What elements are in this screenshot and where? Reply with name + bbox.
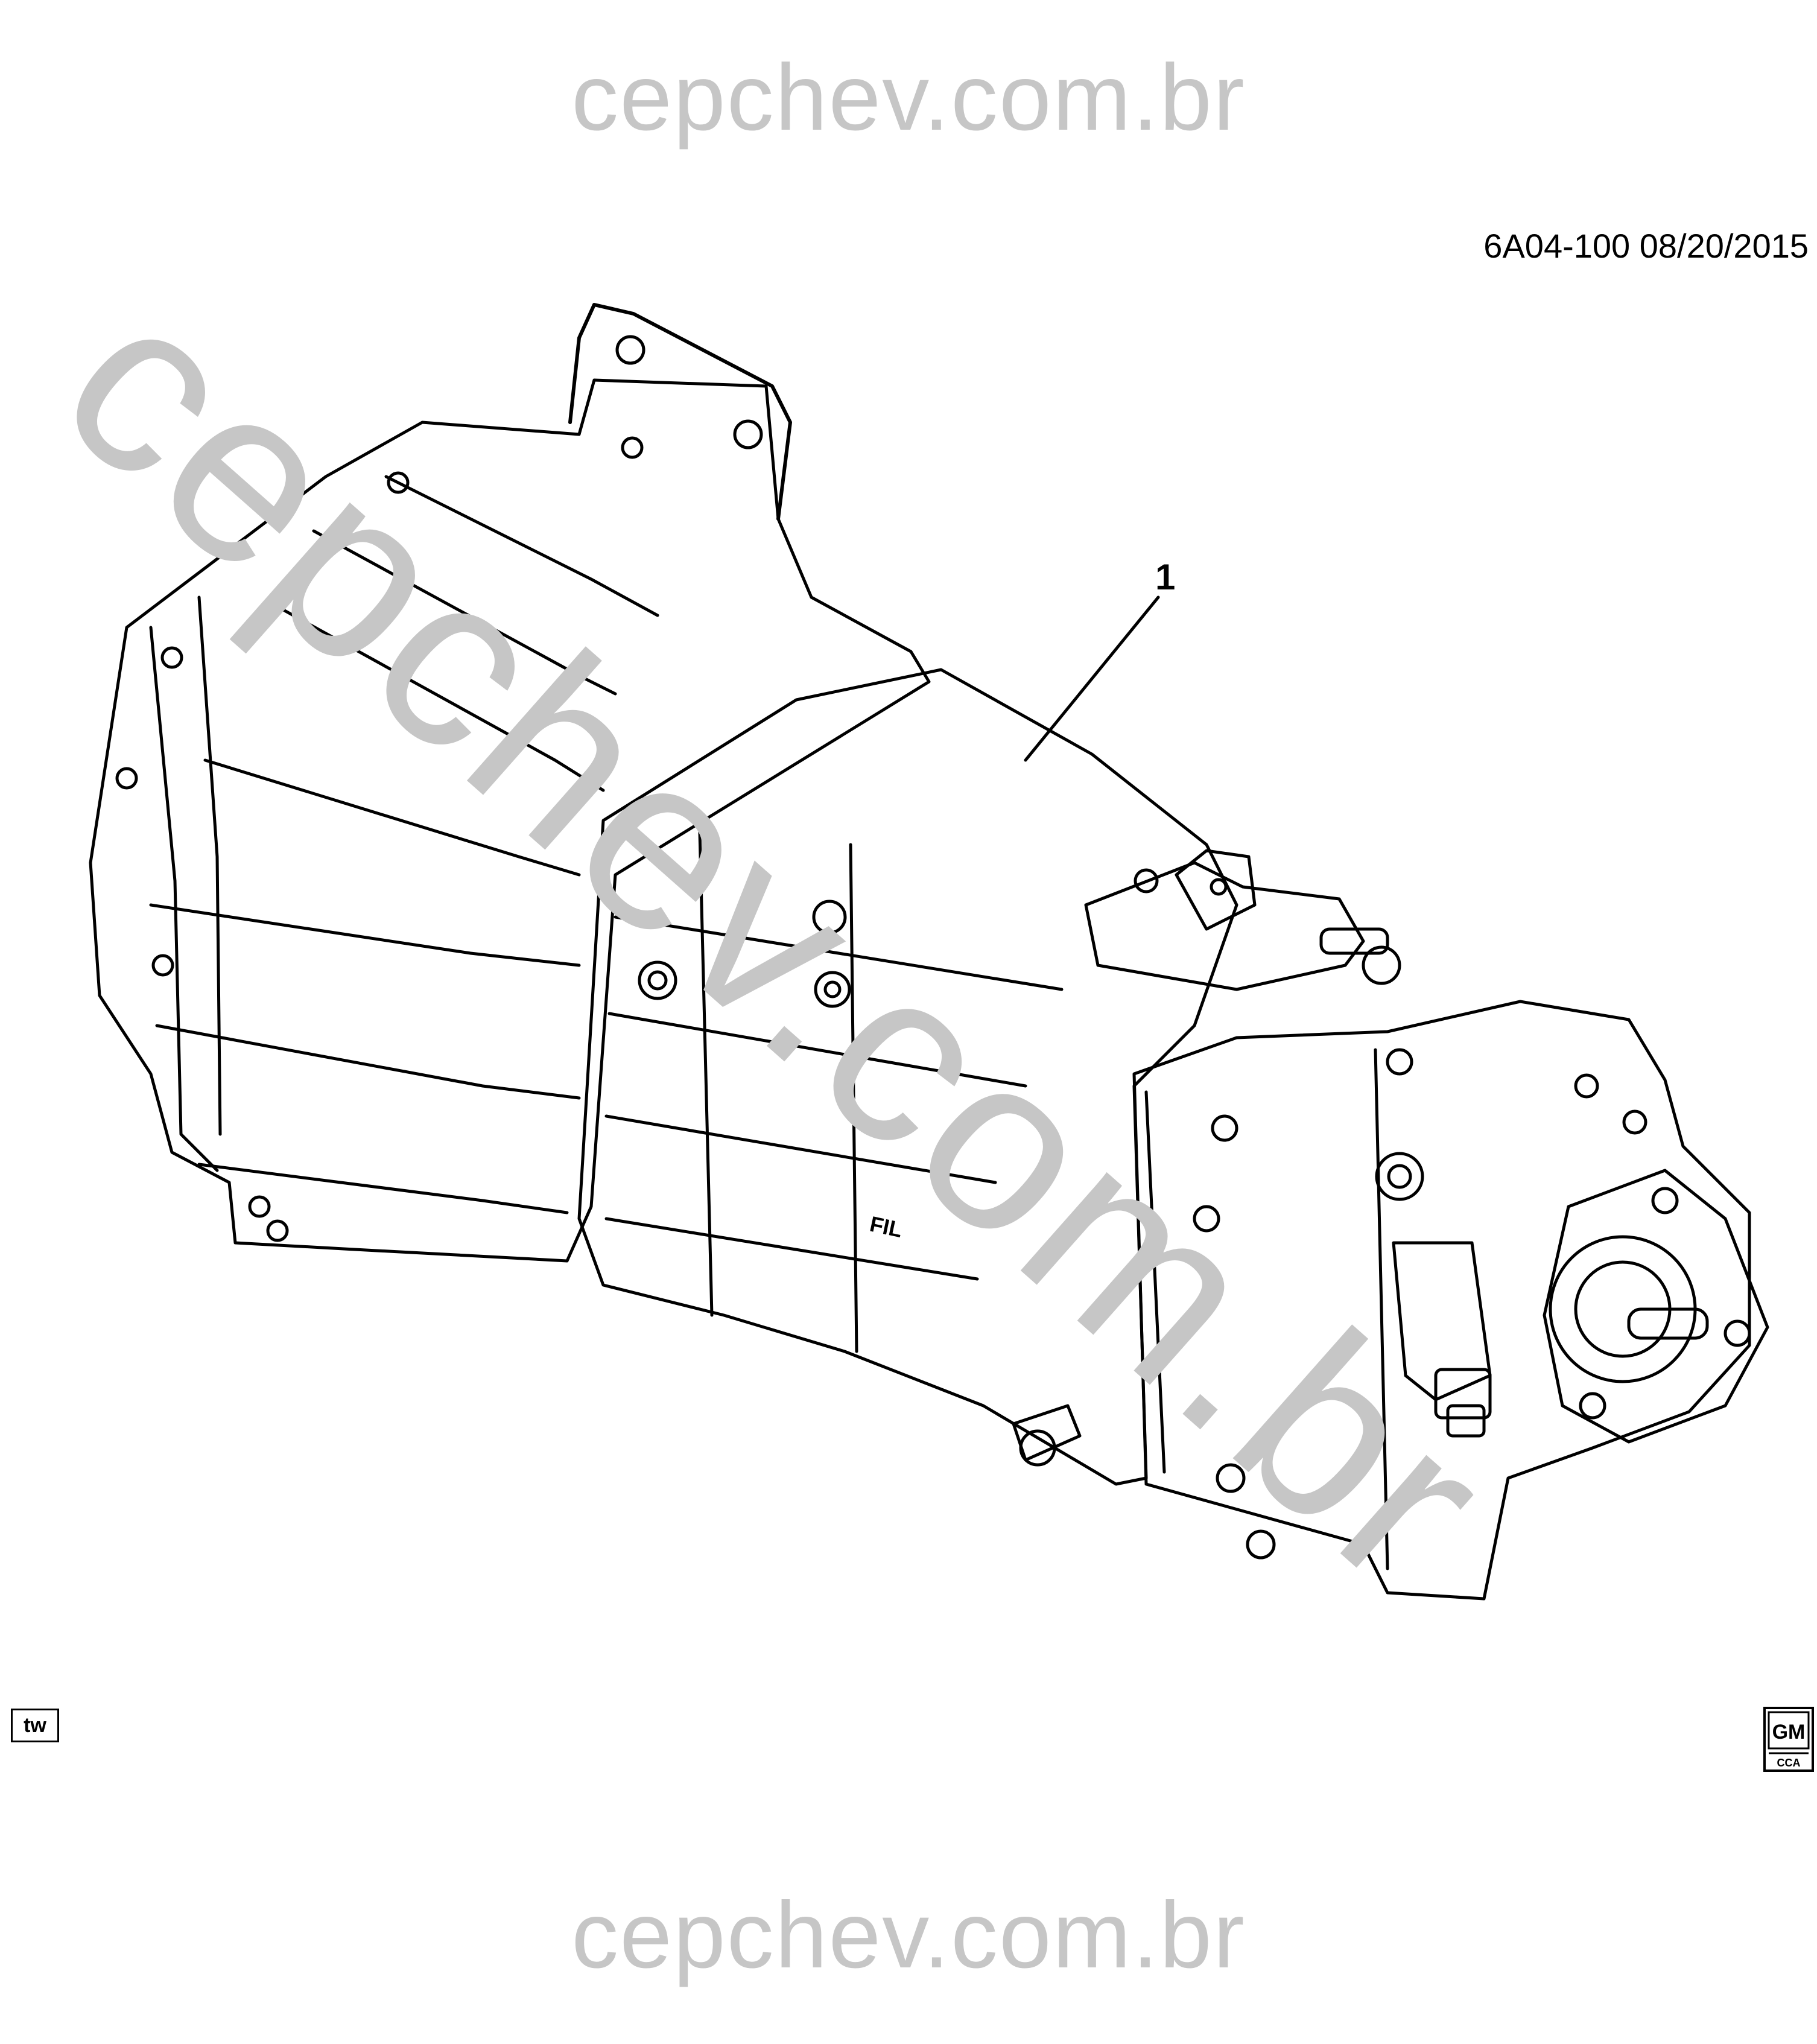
watermark-top: cepchev.com.br (571, 45, 1246, 150)
housing-flange (197, 595, 222, 1136)
housing-rib (155, 1024, 581, 1100)
sensor-connector (1434, 1368, 1492, 1420)
bolt-hole (266, 1219, 289, 1242)
diagram-code: 6A04-100 08/20/2015 (1483, 227, 1809, 265)
flange-hole (1651, 1187, 1679, 1214)
bolt-hole (1246, 1529, 1276, 1560)
sensor-bolt (1375, 1152, 1424, 1201)
mount-hole (733, 419, 763, 449)
output-flange (1543, 1169, 1769, 1444)
housing-rib (312, 529, 617, 696)
mount-hole (615, 335, 645, 365)
bolt-hole (1386, 1048, 1413, 1076)
bolt-hole (1574, 1073, 1599, 1099)
callout-leader-1 (1024, 595, 1160, 762)
corner-label-tw: tw (11, 1709, 59, 1742)
mount-hole (621, 436, 644, 459)
bolt-hole (160, 646, 183, 669)
case-rib (604, 1217, 979, 1281)
shift-bracket (1175, 849, 1257, 931)
shift-rail (1319, 927, 1389, 955)
bolt-hole (1193, 1205, 1220, 1233)
speed-sensor-port-inner (647, 970, 668, 991)
case-rib (607, 1012, 1027, 1088)
case-rib (614, 915, 1064, 991)
housing-rib (203, 758, 581, 877)
drain-plug-head (1019, 1429, 1056, 1467)
bolt-hole (1216, 1463, 1246, 1493)
housing-rib (149, 903, 581, 967)
housing-rib (384, 475, 659, 617)
case-rib (849, 843, 858, 1353)
logo-text-gm: GM (1772, 1721, 1806, 1744)
fill-plug (814, 971, 851, 1008)
bolt-hole (115, 767, 138, 790)
output-shaft (1627, 1307, 1709, 1340)
bolt-hole (151, 954, 174, 977)
shift-bracket-hole (1210, 878, 1228, 896)
tail-flange (1144, 1090, 1166, 1474)
shift-rail-end (1362, 945, 1401, 985)
gm-cca-logo: GM CCA (1763, 1707, 1814, 1772)
callout-label-1: 1 (1155, 557, 1176, 597)
case-rib (604, 1114, 997, 1184)
bolt-hole (1622, 1109, 1647, 1135)
sensor-body (1392, 1241, 1492, 1401)
bolt-hole (248, 1195, 271, 1218)
sensor-bolt-inner (1387, 1164, 1412, 1189)
detent-bolt (1134, 868, 1159, 893)
housing-rib (270, 601, 605, 792)
mounting-ear (568, 303, 792, 521)
housing-flange (149, 626, 219, 1172)
shaft-stub (812, 900, 847, 935)
logo-text-cca: CCA (1777, 1757, 1801, 1769)
fill-plug-center (823, 980, 842, 998)
watermark-bottom: cepchev.com.br (571, 1883, 1246, 1988)
flange-hole (1579, 1392, 1606, 1420)
bolt-hole (1211, 1114, 1238, 1142)
speed-sensor-port (638, 960, 677, 1000)
tail-flange (1374, 1048, 1389, 1570)
shift-tower (1084, 861, 1365, 991)
bell-housing-outline (89, 378, 931, 1263)
sensor-plug (1446, 1404, 1486, 1438)
flange-hole (1723, 1319, 1751, 1347)
bolt-hole (387, 471, 410, 494)
tail-housing-outline (1132, 1000, 1751, 1601)
housing-rib (197, 1163, 569, 1214)
